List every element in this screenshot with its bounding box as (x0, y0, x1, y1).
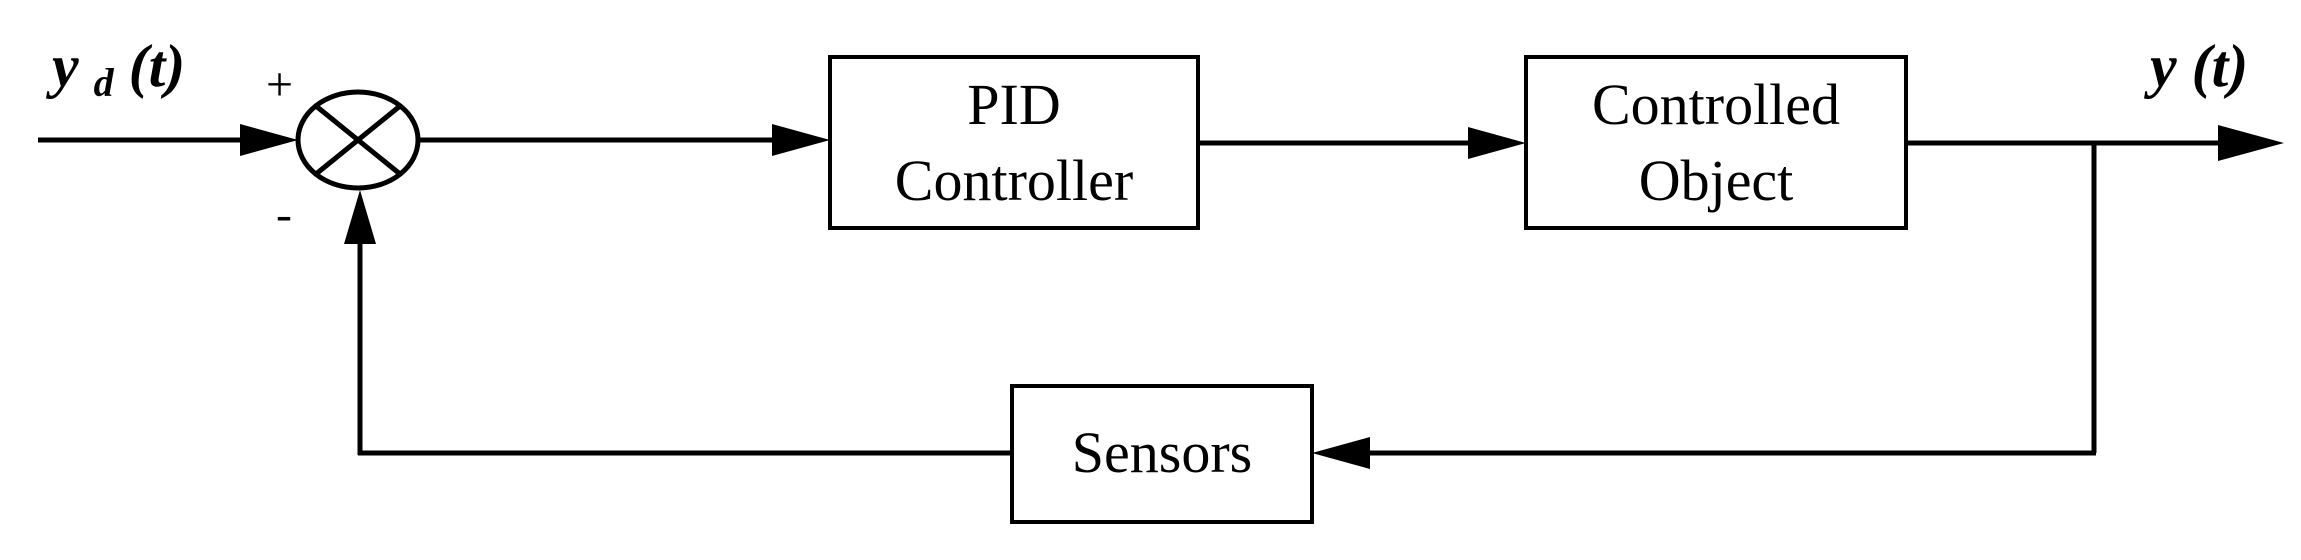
sensors-label: Sensors (1072, 420, 1252, 485)
output-signal-base: y (2144, 33, 2177, 99)
feedback-junction-arrowhead (344, 190, 376, 244)
input-signal-argument: (t) (129, 33, 186, 99)
error-arrowhead (772, 124, 830, 156)
output-signal-label: y (t) (2144, 33, 2248, 99)
control-signal-arrowhead (1468, 127, 1526, 159)
output-signal-argument: (t) (2192, 33, 2249, 99)
summing-junction (295, 89, 421, 191)
controlled-object-label-line1: Controlled (1592, 72, 1840, 137)
output-arrowhead (2218, 125, 2284, 161)
controlled-object-label-line2: Object (1639, 148, 1794, 213)
input-signal-base: y (46, 33, 79, 99)
pid-controller-label-line1: PID (967, 72, 1060, 137)
feedback-sensors-arrowhead (1312, 437, 1370, 469)
sensors-block: Sensors (1010, 384, 1314, 524)
summing-minus-sign: - (276, 188, 292, 241)
input-signal-label: y d (t) (46, 33, 185, 109)
pid-controller-block: PID Controller (828, 55, 1200, 230)
input-arrowhead (240, 124, 298, 156)
input-signal-subscript: d (94, 60, 115, 105)
controlled-object-block: Controlled Object (1524, 55, 1908, 230)
pid-controller-label-line2: Controller (895, 148, 1133, 213)
summing-plus-sign: + (266, 58, 293, 111)
